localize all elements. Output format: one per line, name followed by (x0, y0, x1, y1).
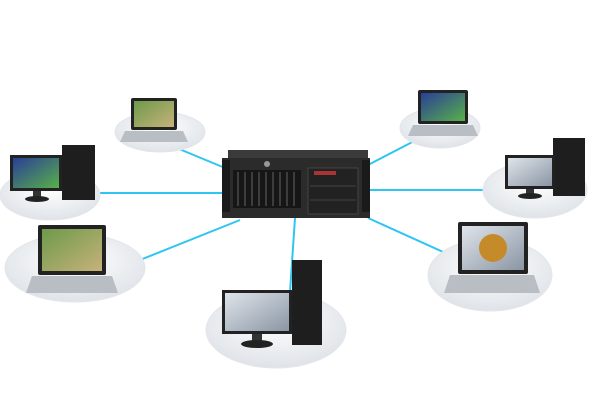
link-desktop-bottom (289, 217, 296, 293)
laptop-icon (444, 222, 540, 293)
laptop-icon (120, 98, 188, 142)
desktop-computer-icon (505, 138, 585, 199)
laptop-icon (408, 90, 478, 136)
desktop-computer-icon (10, 145, 95, 202)
network-links (95, 137, 492, 293)
laptop-icon (26, 225, 118, 293)
rack-server-icon (222, 150, 370, 218)
link-laptop-left (134, 219, 241, 263)
link-laptop-bottom-right (367, 217, 453, 257)
desktop-computer-icon (222, 260, 322, 348)
